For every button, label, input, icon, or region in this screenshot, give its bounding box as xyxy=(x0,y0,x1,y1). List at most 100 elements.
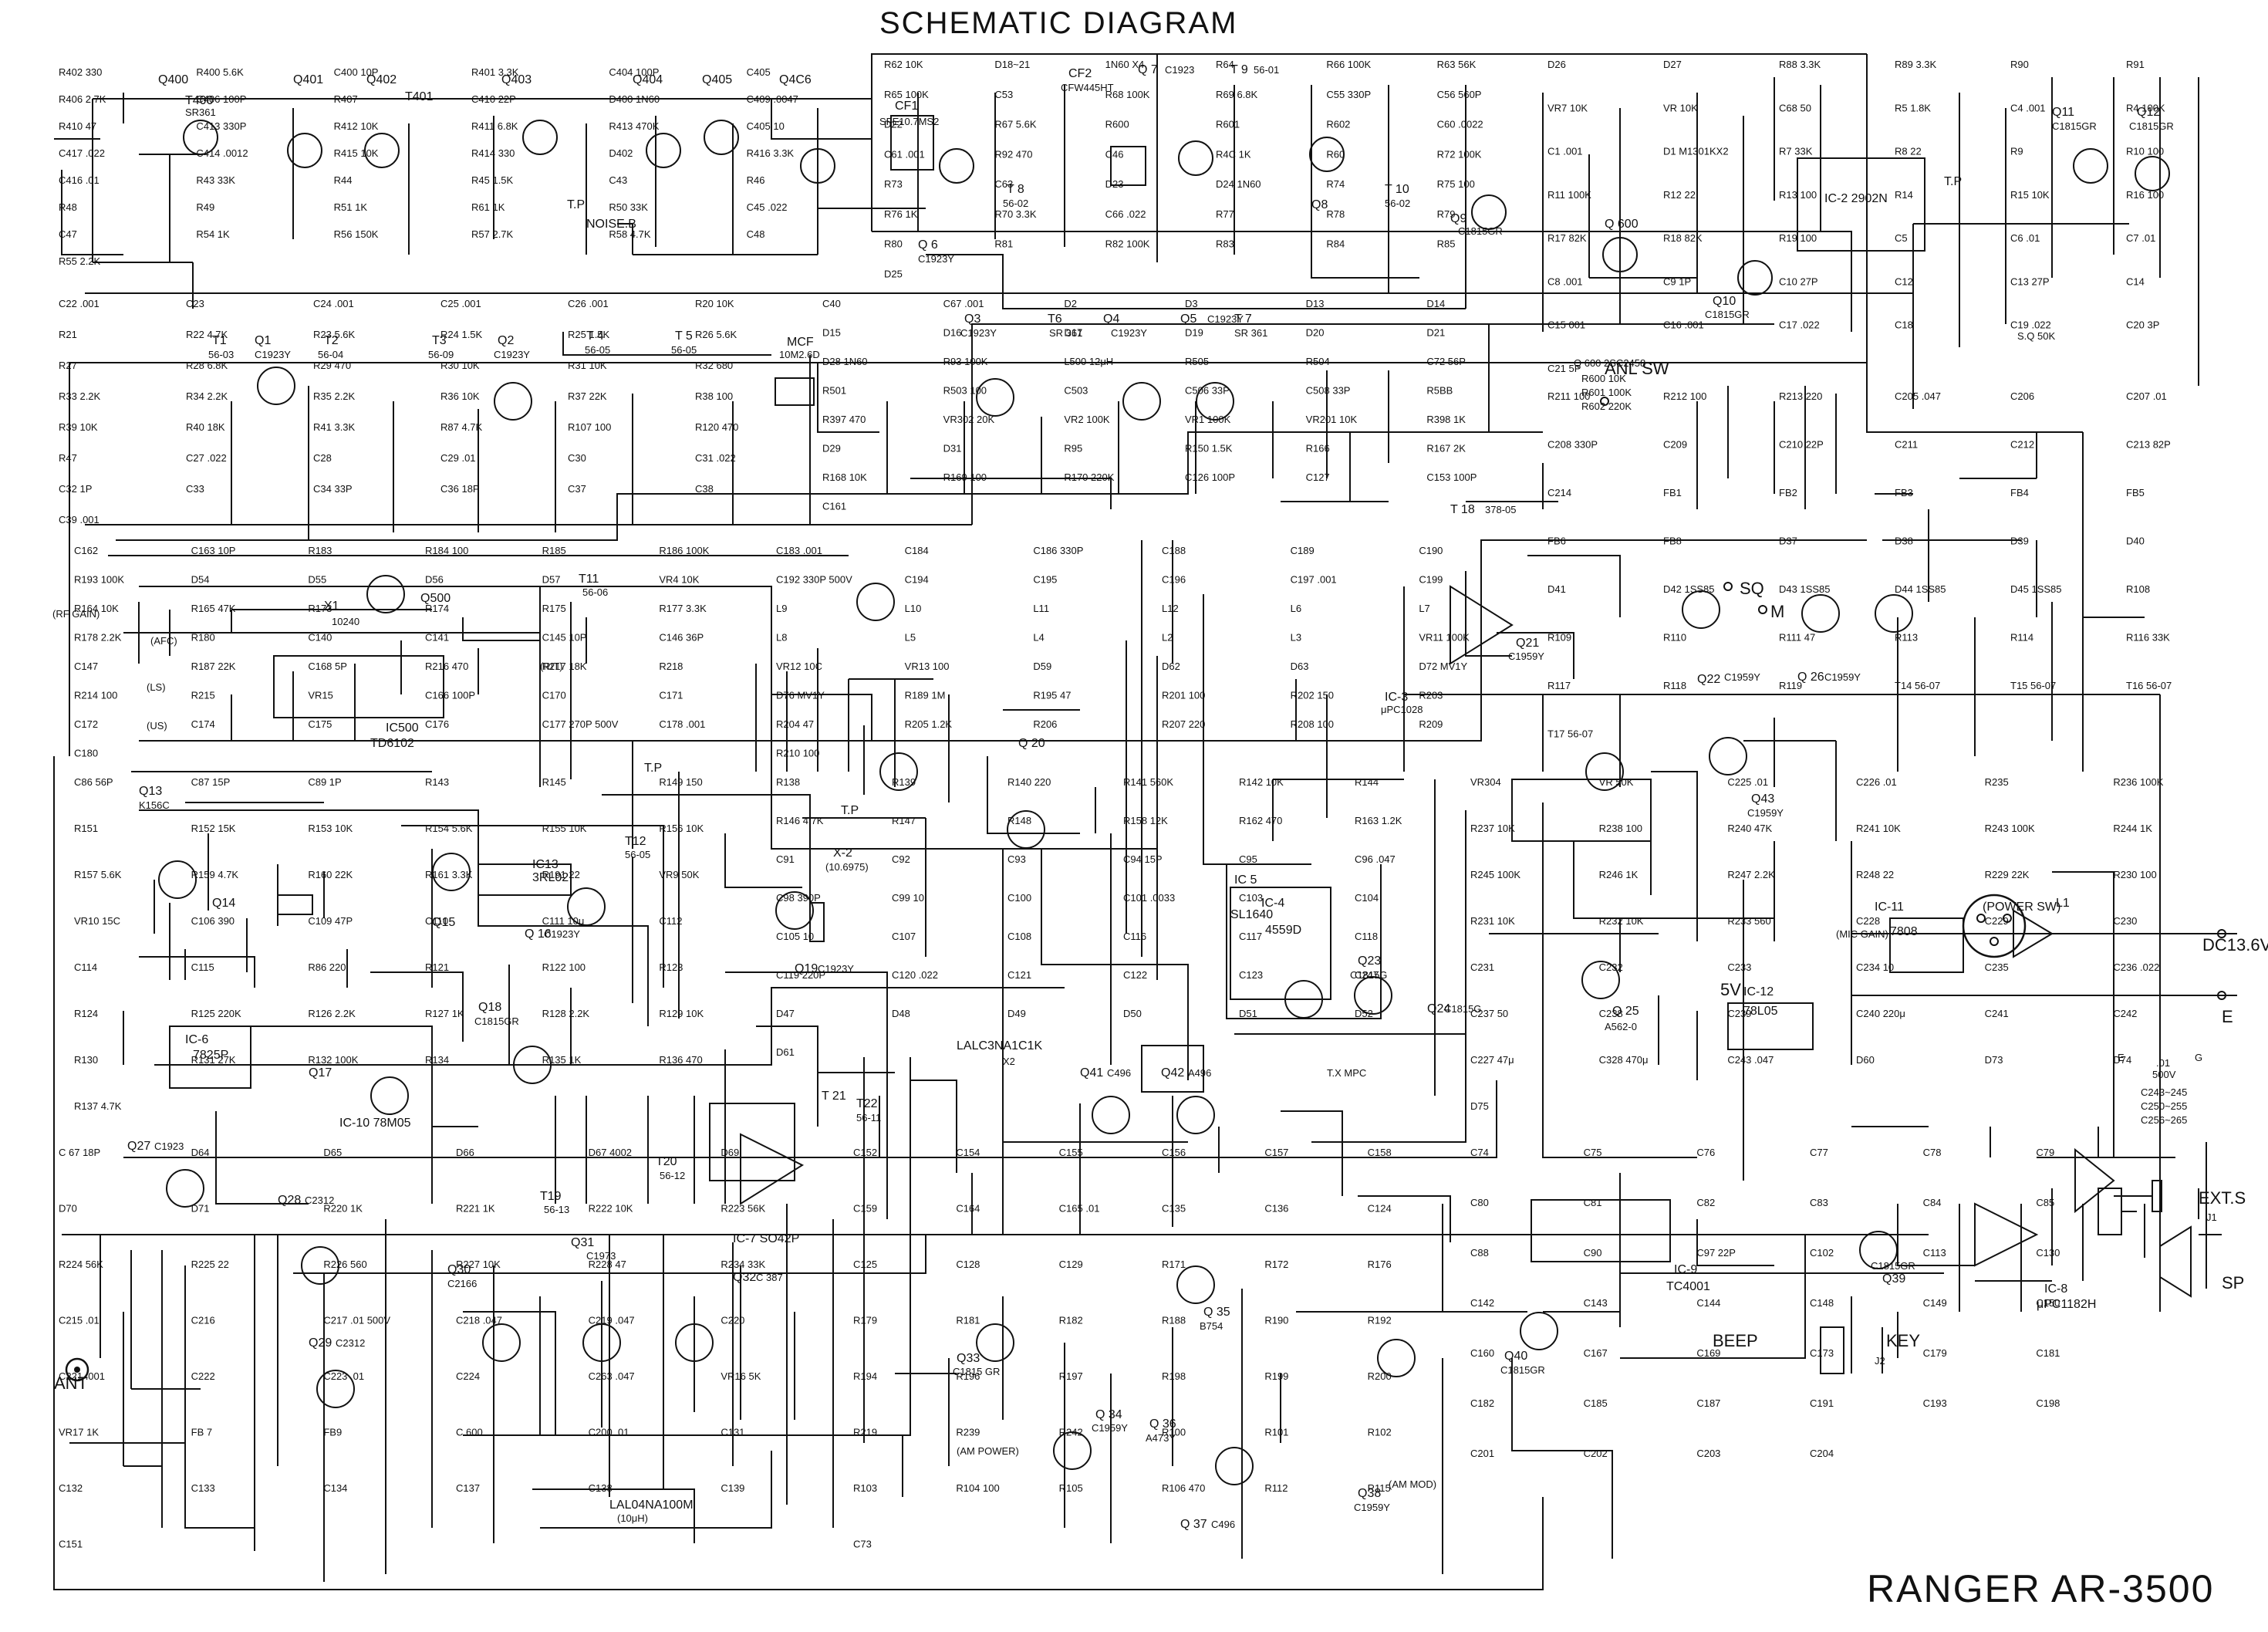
component-label: R102 xyxy=(1368,1427,1392,1438)
component-label: R228 47 xyxy=(589,1259,626,1270)
component-label: R36 10K xyxy=(440,390,480,402)
component-label: C211 xyxy=(1895,439,1918,451)
component-label: L4 xyxy=(1033,632,1044,644)
component-label: VR9 50K xyxy=(659,869,699,880)
component-label: R19 100 xyxy=(1779,232,1817,244)
transistors-37: Q18 xyxy=(478,1001,501,1014)
component-label: C123 xyxy=(1239,969,1263,981)
component-label: C173 xyxy=(1810,1347,1834,1359)
component-label: C84 xyxy=(1923,1197,1942,1208)
component-label: FB2 xyxy=(1779,487,1797,498)
component-label: C72 56P xyxy=(1426,356,1466,367)
component-label: C55 330P xyxy=(1326,89,1371,100)
component-label: R136 470 xyxy=(659,1054,702,1066)
ics-0: IC-2 2902N xyxy=(1824,192,1888,205)
component-label: C110 xyxy=(425,915,448,927)
component-label: C88 xyxy=(1470,1247,1489,1259)
component-label: C215 .01 xyxy=(59,1315,100,1326)
component-label: R76 1K xyxy=(884,208,918,220)
component-label: C201 xyxy=(1470,1448,1494,1459)
component-label: R233 560 xyxy=(1727,915,1770,927)
component-label: R184 100 xyxy=(425,545,468,556)
component-label: C213 82P xyxy=(2126,439,2171,451)
component-label: R186 100K xyxy=(659,545,709,556)
component-label: D56 xyxy=(425,574,444,586)
component-label: C413 330P xyxy=(196,120,246,132)
component-label: C157 xyxy=(1264,1147,1288,1158)
transformers-19: 56-02 xyxy=(1385,198,1410,209)
ics-2: μPC1028 xyxy=(1381,704,1423,715)
component-label: R118 xyxy=(1663,680,1686,691)
transistors-41: Q 20 xyxy=(1018,737,1045,750)
component-label: C76 xyxy=(1696,1147,1715,1158)
component-label: C105 10 xyxy=(776,931,814,942)
transistors-51: A562-0 xyxy=(1605,1021,1637,1032)
component-label: R110 xyxy=(1663,632,1686,644)
component-label: C89 1P xyxy=(308,776,341,788)
component-label: C187 xyxy=(1696,1397,1720,1409)
component-label: D18~21 xyxy=(994,59,1030,70)
component-label: C224 xyxy=(456,1370,480,1382)
component-label: D48 xyxy=(892,1008,910,1019)
filters-7: 10240 xyxy=(332,616,359,627)
transformers-33: T400 xyxy=(185,94,214,107)
component-label: R5BB xyxy=(1426,385,1453,397)
filters-10: LALC3NA1C1K xyxy=(957,1039,1043,1053)
component-label: L8 xyxy=(776,632,787,644)
component-label: C114 xyxy=(74,961,97,973)
transformers-24: T 18 xyxy=(1450,503,1475,516)
component-label: R505 xyxy=(1185,356,1209,367)
component-label: R245 100K xyxy=(1470,869,1520,880)
transistors-65: C 387 xyxy=(756,1272,783,1283)
component-label: C95 xyxy=(1239,853,1257,865)
component-label: C45 .022 xyxy=(747,201,788,213)
transformers-27: 56-13 xyxy=(544,1204,569,1215)
transistors-60: Q30 xyxy=(447,1263,471,1276)
transformers-23: 56-05 xyxy=(625,849,650,860)
transformers-5: 56-09 xyxy=(428,349,454,360)
connectors-19: (US) xyxy=(147,720,167,732)
transistors-11: Q3 xyxy=(964,313,980,326)
component-label: L500 12μH xyxy=(1064,356,1113,367)
transistors-80: Q40 xyxy=(1504,1350,1527,1363)
component-label: R176 xyxy=(1368,1259,1392,1270)
component-label: R248 22 xyxy=(1856,869,1894,880)
transformers-12: T 7 xyxy=(1234,313,1252,326)
component-label: R11 100K xyxy=(1547,189,1591,201)
component-label: C168 5P xyxy=(308,661,347,672)
component-label: R218 xyxy=(659,661,683,672)
component-label: R398 1K xyxy=(1426,414,1466,425)
component-label: R45 1.5K xyxy=(471,174,514,186)
component-label: C134 xyxy=(323,1482,347,1494)
component-label: D64 xyxy=(191,1147,210,1158)
component-label: R201 100 xyxy=(1162,690,1205,701)
transistors-75: C496 xyxy=(1211,1519,1235,1530)
component-label: R155 10K xyxy=(542,823,587,834)
component-label: C98 390P xyxy=(776,892,821,904)
component-label: D52 xyxy=(1355,1008,1373,1019)
transistors-42: Q21 xyxy=(1516,637,1539,650)
component-label: T15 56-07 xyxy=(2010,680,2056,691)
component-label: R46 xyxy=(747,174,765,186)
transistors-5: Q405 xyxy=(702,73,732,86)
component-label: C203 xyxy=(1696,1448,1720,1459)
component-label: D71 xyxy=(191,1203,210,1215)
component-label: C56 560P xyxy=(1437,89,1482,100)
transistors-20: C1923 xyxy=(1165,64,1194,76)
component-label: C169 xyxy=(1696,1347,1720,1359)
component-label: C136 xyxy=(1264,1203,1288,1215)
transistors-36: Q17 xyxy=(309,1066,332,1080)
component-label: C77 xyxy=(1810,1147,1828,1158)
component-label: R166 xyxy=(1306,443,1330,454)
component-label: C147 xyxy=(74,661,98,672)
component-label: R195 47 xyxy=(1033,690,1071,701)
component-label: FB6 xyxy=(1547,536,1566,547)
connectors-11: M xyxy=(1770,602,1784,621)
transformers-11: SR 361 xyxy=(1049,327,1082,339)
component-label: D67 4002 xyxy=(589,1147,632,1158)
transformers-16: T 9 xyxy=(1230,63,1248,76)
filters-13: (10μH) xyxy=(617,1512,648,1524)
component-label: R207 220 xyxy=(1162,718,1205,730)
transformers-15: 56-02 xyxy=(1003,198,1028,209)
transistors-66: Q33 xyxy=(957,1352,980,1365)
